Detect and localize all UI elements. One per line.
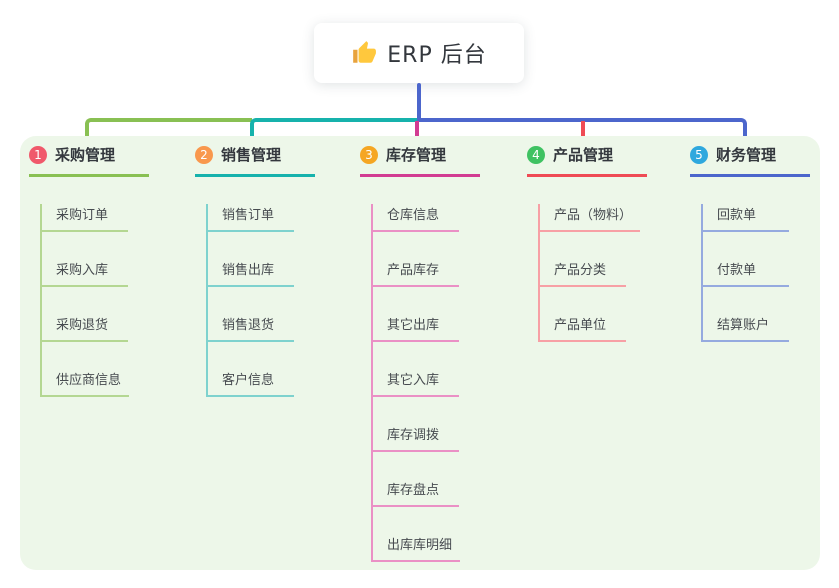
connector-branch-2 [250, 118, 417, 148]
branch-number-badge: 4 [527, 145, 545, 164]
child-node: 库存调拨 [373, 424, 459, 452]
branch-children: 销售订单 销售出库 销售退货 客户信息 [206, 204, 315, 397]
connector-branch-3 [415, 121, 419, 147]
child-node: 结算账户 [703, 314, 789, 342]
branch-title-label: 库存管理 [386, 146, 447, 164]
child-node: 回款单 [703, 204, 789, 232]
branch-product: 4 产品管理 产品（物料） 产品分类 产品单位 [527, 144, 647, 342]
child-node: 产品库存 [373, 259, 459, 287]
child-node: 销售退货 [208, 314, 294, 342]
branch-title-label: 销售管理 [221, 146, 282, 164]
child-node: 销售出库 [208, 259, 294, 287]
connector-branch-4 [581, 121, 585, 147]
branch-title-label: 产品管理 [553, 146, 614, 164]
child-node: 采购订单 [42, 204, 128, 232]
branch-number-badge: 5 [690, 145, 708, 164]
connector-branch-1 [85, 118, 252, 148]
mindmap-panel [20, 136, 820, 570]
branch-children: 采购订单 采购入库 采购退货 供应商信息 [40, 204, 149, 397]
root-title: ERP 后台 [387, 43, 487, 68]
branch-title: 2 销售管理 [195, 144, 315, 177]
branch-title-label: 财务管理 [716, 146, 777, 164]
root-stem-connector [417, 83, 421, 120]
child-node: 产品单位 [540, 314, 626, 342]
branch-purchase: 1 采购管理 采购订单 采购入库 采购退货 供应商信息 [29, 144, 149, 397]
child-node: 出库库明细 [373, 534, 461, 562]
branch-number-badge: 1 [29, 145, 47, 164]
branch-title: 1 采购管理 [29, 144, 149, 177]
child-node: 库存盘点 [373, 479, 459, 507]
child-node: 客户信息 [208, 369, 294, 397]
thumbs-up-icon [353, 41, 377, 63]
child-node: 付款单 [703, 259, 789, 287]
branch-number-badge: 2 [195, 145, 213, 164]
child-node: 供应商信息 [42, 369, 130, 397]
child-node: 采购退货 [42, 314, 128, 342]
child-node: 销售订单 [208, 204, 294, 232]
child-node: 其它出库 [373, 314, 459, 342]
branch-children: 仓库信息 产品库存 其它出库 其它入库 库存调拨 库存盘点 出库库明细 [371, 204, 480, 562]
child-node: 产品（物料） [540, 204, 641, 232]
branch-title: 3 库存管理 [360, 144, 480, 177]
branch-children: 产品（物料） 产品分类 产品单位 [538, 204, 647, 342]
connector-branch-5 [417, 118, 747, 148]
branch-title-label: 采购管理 [55, 146, 116, 164]
child-node: 仓库信息 [373, 204, 459, 232]
branch-children: 回款单 付款单 结算账户 [701, 204, 810, 342]
root-node: ERP 后台 [314, 23, 524, 83]
branch-sales: 2 销售管理 销售订单 销售出库 销售退货 客户信息 [195, 144, 315, 397]
branch-inventory: 3 库存管理 仓库信息 产品库存 其它出库 其它入库 库存调拨 库存盘点 出库库… [360, 144, 480, 562]
branch-title: 5 财务管理 [690, 144, 810, 177]
child-node: 采购入库 [42, 259, 128, 287]
branch-finance: 5 财务管理 回款单 付款单 结算账户 [690, 144, 810, 342]
child-node: 其它入库 [373, 369, 459, 397]
child-node: 产品分类 [540, 259, 626, 287]
branch-title: 4 产品管理 [527, 144, 647, 177]
branch-number-badge: 3 [360, 145, 378, 164]
